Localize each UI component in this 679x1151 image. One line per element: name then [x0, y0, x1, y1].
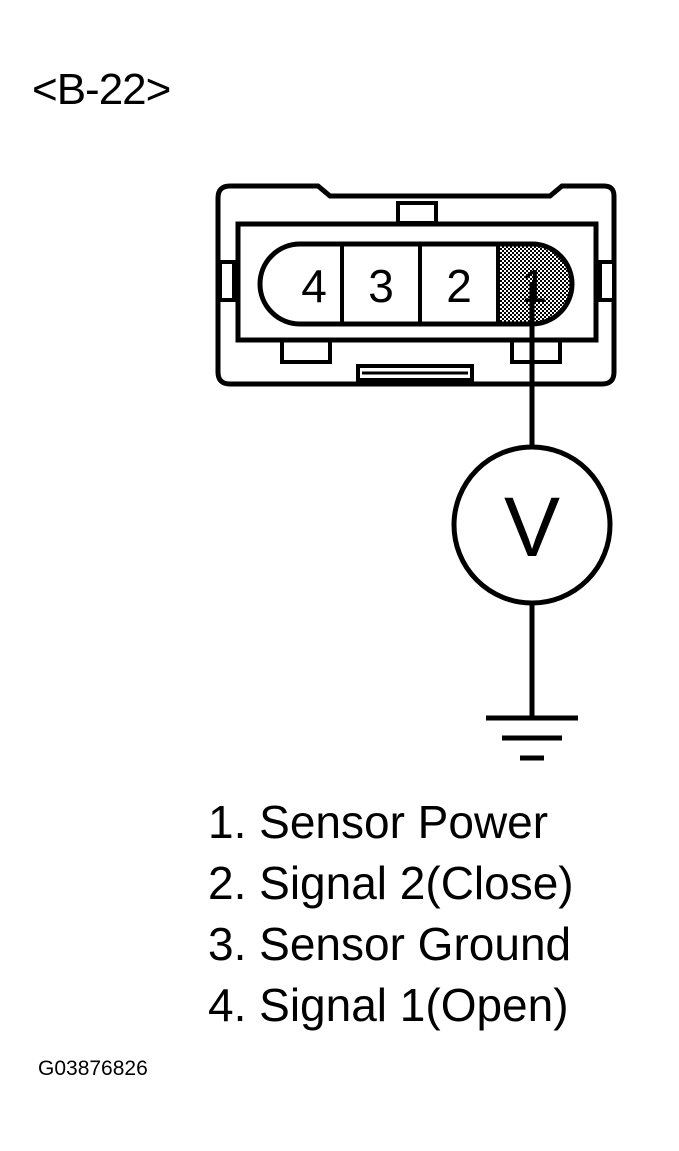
connector-foot-left	[280, 338, 332, 364]
connector-tab-left	[218, 260, 236, 302]
legend-item-3: 3. Sensor Ground	[208, 918, 572, 970]
connector-inner-frame	[235, 221, 599, 343]
pin-2-label: 2	[446, 260, 472, 312]
voltmeter-label: V	[504, 480, 560, 574]
pin-1-highlight	[498, 244, 572, 324]
connector-key	[356, 364, 474, 382]
legend-item-2: 2. Signal 2(Close)	[208, 857, 574, 909]
ground-icon	[486, 715, 578, 761]
pin-3-label: 3	[368, 260, 394, 312]
pin-legend: 1. Sensor Power 2. Signal 2(Close) 3. Se…	[208, 792, 574, 1036]
figure-code: G03876826	[38, 1057, 148, 1080]
pin-4-label: 4	[301, 260, 327, 312]
connector-id: <B-22>	[32, 65, 171, 114]
connector-tab-right	[598, 260, 616, 302]
legend-item-4: 4. Signal 1(Open)	[208, 979, 569, 1031]
connector-housing	[215, 183, 617, 387]
connector-latch	[396, 201, 438, 225]
connector-foot-right	[510, 338, 562, 364]
legend-item-1: 1. Sensor Power	[208, 796, 549, 848]
